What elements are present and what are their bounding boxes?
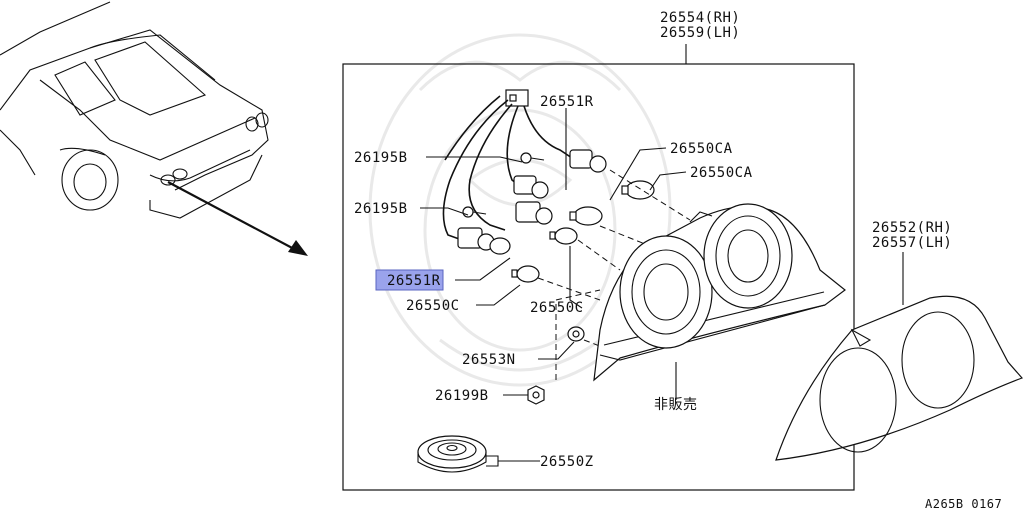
car-rear-quarter-icon <box>0 1 269 219</box>
label-26551r-top[interactable]: 26551R <box>540 94 594 110</box>
label-26195b-upper[interactable]: 26195B <box>354 150 408 166</box>
gasket-26553n <box>567 326 585 342</box>
socket-upper-right <box>569 149 607 173</box>
label-26550z[interactable]: 26550Z <box>540 454 594 470</box>
wiring-harness <box>442 89 576 241</box>
bulb-right-small <box>549 227 578 245</box>
bulb-mid-small <box>489 237 511 255</box>
label-26557[interactable]: 26557(LH) <box>872 235 952 251</box>
label-26199b[interactable]: 26199B <box>435 388 489 404</box>
screw-upper <box>520 152 545 164</box>
label-26550ca-upper[interactable]: 26550CA <box>670 141 733 157</box>
label-26550c-left[interactable]: 26550C <box>406 298 460 314</box>
outer-lens <box>775 295 1024 461</box>
sealing-tape-roll <box>417 435 499 473</box>
label-26553n[interactable]: 26553N <box>462 352 516 368</box>
label-26551r-highlighted[interactable]: 26551R <box>387 273 441 289</box>
screw-lower <box>462 206 487 218</box>
socket-mid <box>515 201 553 225</box>
figure-code: A265B 0167 <box>925 497 1002 511</box>
bulb-mid <box>569 206 603 226</box>
label-26550c-right[interactable]: 26550C <box>530 300 584 316</box>
bulb-upper <box>621 180 655 200</box>
label-26550ca-lower[interactable]: 26550CA <box>690 165 753 181</box>
label-26554[interactable]: 26554(RH) <box>660 10 740 26</box>
direction-arrow-icon <box>167 181 308 256</box>
assembly-frame <box>342 63 855 491</box>
socket-lower <box>457 227 495 251</box>
label-not-for-sale: 非販売 <box>654 397 698 413</box>
leader-lines <box>420 108 904 462</box>
nut-26199b <box>527 385 545 405</box>
tail-lamp-housing <box>593 203 846 382</box>
label-26559[interactable]: 26559(LH) <box>660 25 740 41</box>
part-highlight <box>375 269 444 291</box>
socket-upper-mid <box>513 175 549 199</box>
bulb-left-small <box>511 265 540 283</box>
watermark-emblem <box>368 33 672 387</box>
label-26195b-lower[interactable]: 26195B <box>354 201 408 217</box>
label-26552[interactable]: 26552(RH) <box>872 220 952 236</box>
